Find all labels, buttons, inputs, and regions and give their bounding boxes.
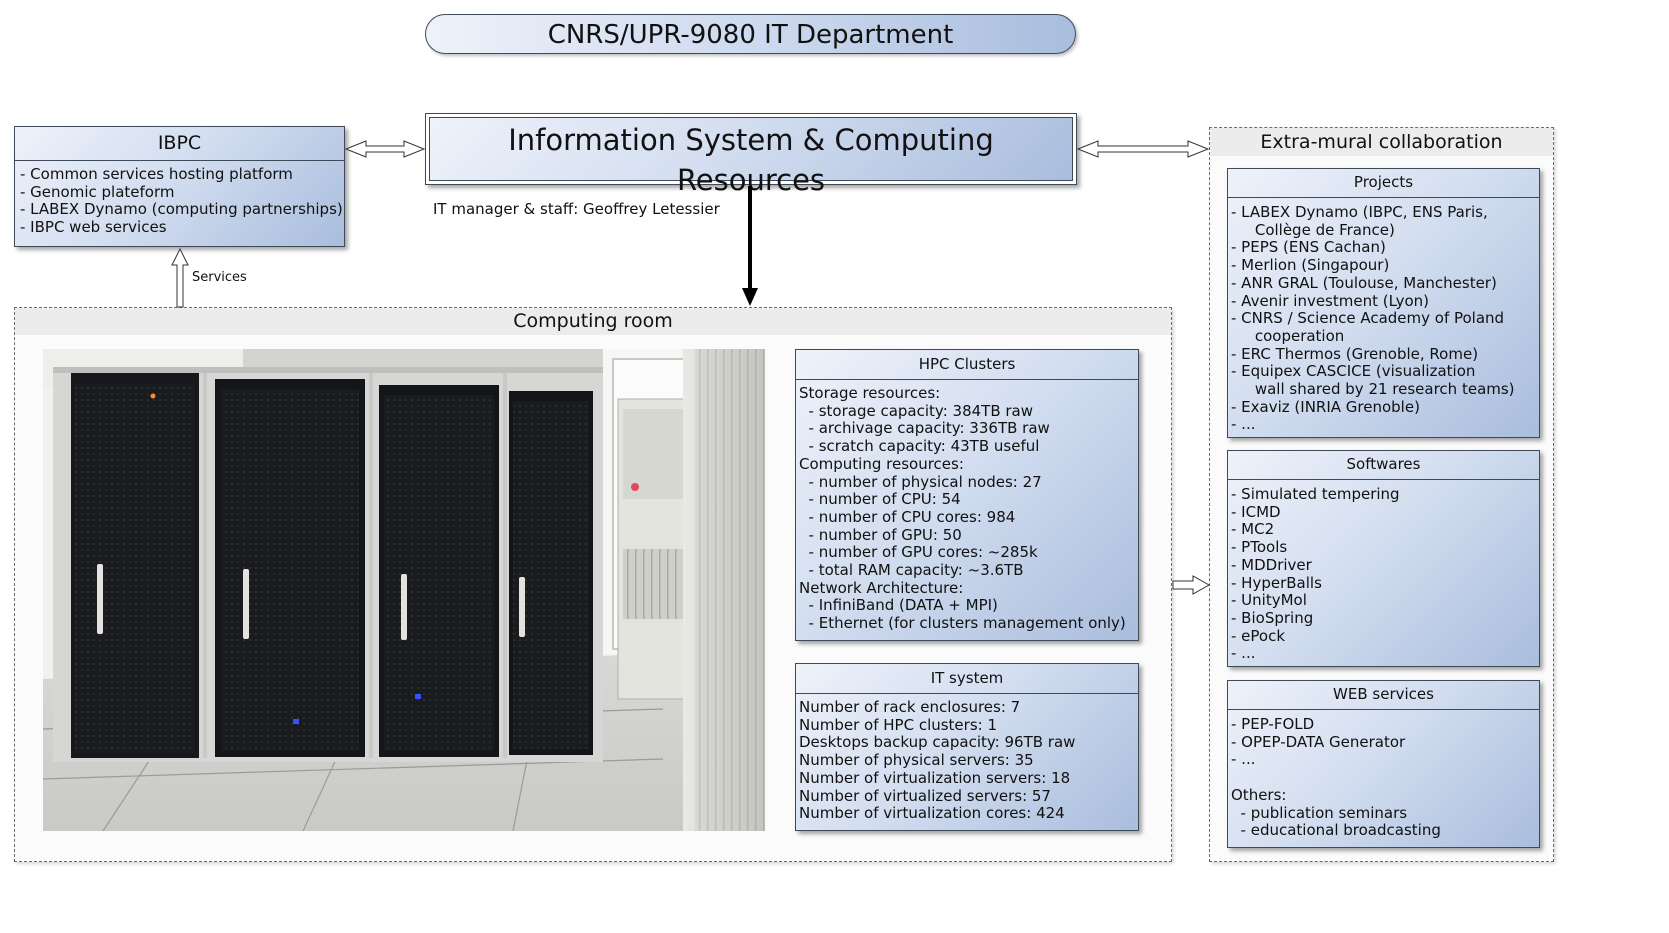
list-item: - archivage capacity: 336TB raw — [799, 419, 1050, 438]
computing-room-title: Computing room — [15, 308, 1171, 335]
list-item: - ERC Thermos (Grenoble, Rome) — [1231, 344, 1479, 363]
list-item: - publication seminars — [1231, 803, 1408, 822]
projects-title: Projects — [1228, 169, 1539, 198]
list-item: - UnityMol — [1231, 591, 1307, 610]
list-item: - CNRS / Science Academy of Poland — [1231, 309, 1505, 328]
list-item: - Common services hosting platform — [20, 165, 293, 183]
list-item: - ... — [1231, 644, 1256, 663]
softwares-box: Softwares - Simulated tempering- ICMD- M… — [1227, 450, 1540, 667]
room-to-extra-arrow — [1172, 575, 1211, 595]
main-extra-double-arrow — [1076, 140, 1210, 158]
list-item: Computing resources: — [799, 454, 964, 473]
extra-mural-title: Extra-mural collaboration — [1210, 128, 1553, 156]
services-up-arrow — [171, 247, 189, 308]
web-services-list: - PEP-FOLD- OPEP-DATA Generator- ... Oth… — [1228, 710, 1539, 840]
list-item: Number of rack enclosures: 7 — [799, 698, 1021, 716]
list-item: - educational broadcasting — [1231, 821, 1441, 840]
list-item: - PTools — [1231, 538, 1288, 557]
list-item: - ANR GRAL (Toulouse, Manchester) — [1231, 273, 1497, 292]
list-item: - Simulated tempering — [1231, 485, 1400, 503]
list-item: Number of virtualization cores: 424 — [799, 804, 1065, 823]
list-item: - storage capacity: 384TB raw — [799, 401, 1034, 420]
it-system-title: IT system — [796, 664, 1138, 694]
server-room-photo — [43, 349, 765, 831]
list-item: - ... — [1231, 750, 1256, 769]
main-title: Information System & Computing Resources — [508, 123, 994, 197]
hpc-clusters-box: HPC Clusters Storage resources: - storag… — [795, 349, 1139, 641]
list-item: - IBPC web services — [20, 218, 167, 237]
main-subtitle: IT manager & staff: Geoffrey Letessier — [433, 200, 720, 218]
list-item: Number of HPC clusters: 1 — [799, 715, 998, 734]
web-services-box: WEB services - PEP-FOLD- OPEP-DATA Gener… — [1227, 680, 1540, 848]
main-to-room-arrow-head — [742, 288, 758, 306]
list-item: - PEPS (ENS Cachan) — [1231, 238, 1386, 257]
list-item: - number of physical nodes: 27 — [799, 472, 1042, 491]
list-item: - Merlion (Singapour) — [1231, 256, 1390, 275]
list-item: - Avenir investment (Lyon) — [1231, 291, 1429, 310]
list-item: - InfiniBand (DATA + MPI) — [799, 596, 998, 615]
list-item: - ICMD — [1231, 502, 1281, 521]
list-item: - HyperBalls — [1231, 573, 1322, 592]
projects-list: - LABEX Dynamo (IBPC, ENS Paris, Collège… — [1228, 198, 1539, 434]
list-item: - ePock — [1231, 626, 1286, 645]
department-title-banner: CNRS/UPR-9080 IT Department — [425, 14, 1076, 54]
list-item: - Genomic plateform — [20, 182, 175, 201]
list-item: - Ethernet (for clusters management only… — [799, 614, 1126, 633]
list-item: wall shared by 21 research teams) — [1231, 380, 1515, 399]
list-item: Number of physical servers: 35 — [799, 751, 1034, 770]
softwares-list: - Simulated tempering- ICMD- MC2- PTools… — [1228, 480, 1539, 663]
ibpc-box: IBPC - Common services hosting platform-… — [14, 126, 345, 247]
list-item: Storage resources: — [799, 384, 941, 402]
list-item: - BioSpring — [1231, 608, 1314, 627]
list-item: Desktops backup capacity: 96TB raw — [799, 733, 1076, 752]
main-box: Information System & Computing Resources… — [425, 113, 1077, 218]
list-item: - number of GPU: 50 — [799, 525, 962, 544]
list-item: Collège de France) — [1231, 220, 1395, 239]
hpc-clusters-list: Storage resources: - storage capacity: 3… — [796, 380, 1138, 633]
projects-box: Projects - LABEX Dynamo (IBPC, ENS Paris… — [1227, 168, 1540, 438]
list-item: Number of virtualized servers: 57 — [799, 786, 1051, 805]
list-item: - scratch capacity: 43TB useful — [799, 437, 1040, 456]
list-item: - number of CPU: 54 — [799, 490, 961, 509]
list-item: Network Architecture: — [799, 578, 964, 597]
hpc-clusters-title: HPC Clusters — [796, 350, 1138, 380]
list-item: Others: — [1231, 785, 1287, 804]
list-item: - Equipex CASCICE (visualization — [1231, 362, 1476, 381]
list-item: Number of virtualization servers: 18 — [799, 768, 1071, 787]
list-item: - MC2 — [1231, 520, 1275, 539]
list-item: - PEP-FOLD — [1231, 715, 1315, 733]
ibpc-list: - Common services hosting platform- Geno… — [15, 161, 344, 237]
list-item: - ... — [1231, 415, 1256, 434]
list-item: - LABEX Dynamo (computing partnerships) — [20, 200, 343, 219]
list-item: - number of CPU cores: 984 — [799, 507, 1016, 526]
services-label: Services — [192, 270, 247, 285]
list-item: - OPEP-DATA Generator — [1231, 732, 1406, 751]
list-item: - MDDriver — [1231, 555, 1312, 574]
list-item: cooperation — [1231, 326, 1345, 345]
department-title: CNRS/UPR-9080 IT Department — [547, 20, 954, 50]
web-services-title: WEB services — [1228, 681, 1539, 710]
ibpc-title: IBPC — [15, 127, 344, 161]
list-item: - Exaviz (INRIA Grenoble) — [1231, 397, 1420, 416]
softwares-title: Softwares — [1228, 451, 1539, 480]
list-item: - LABEX Dynamo (IBPC, ENS Paris, — [1231, 203, 1488, 221]
list-item: - number of GPU cores: ~285k — [799, 543, 1038, 562]
ibpc-main-double-arrow — [344, 140, 426, 158]
list-item: - total RAM capacity: ~3.6TB — [799, 561, 1024, 580]
